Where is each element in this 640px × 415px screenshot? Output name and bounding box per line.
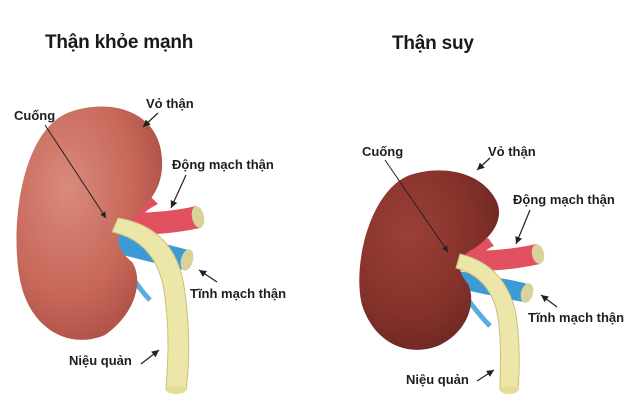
label-ureter-healthy: Niệu quản bbox=[69, 353, 132, 368]
kidney-failing bbox=[359, 170, 500, 350]
ureter-healthy bbox=[111, 217, 190, 391]
healthy-kidney-group bbox=[16, 106, 218, 394]
label-artery-healthy: Động mạch thận bbox=[172, 157, 274, 172]
label-capsule-failing: Vỏ thận bbox=[488, 144, 536, 159]
label-artery-failing: Động mạch thận bbox=[513, 192, 615, 207]
label-vein-failing: Tĩnh mạch thận bbox=[528, 310, 625, 325]
failing-kidney-group bbox=[359, 157, 558, 394]
label-hilum-healthy: Cuống bbox=[14, 108, 56, 123]
failing-kidney-title: Thận suy bbox=[392, 33, 474, 54]
ureter-failing bbox=[455, 253, 520, 391]
healthy-kidney-title: Thận khỏe mạnh bbox=[45, 32, 194, 53]
label-vein-healthy: Tĩnh mạch thận bbox=[190, 286, 287, 301]
kidney-healthy bbox=[16, 106, 163, 340]
label-hilum-failing: Cuống bbox=[362, 144, 404, 159]
label-ureter-failing: Niệu quản bbox=[406, 372, 469, 387]
label-capsule-healthy: Vỏ thận bbox=[146, 96, 194, 111]
